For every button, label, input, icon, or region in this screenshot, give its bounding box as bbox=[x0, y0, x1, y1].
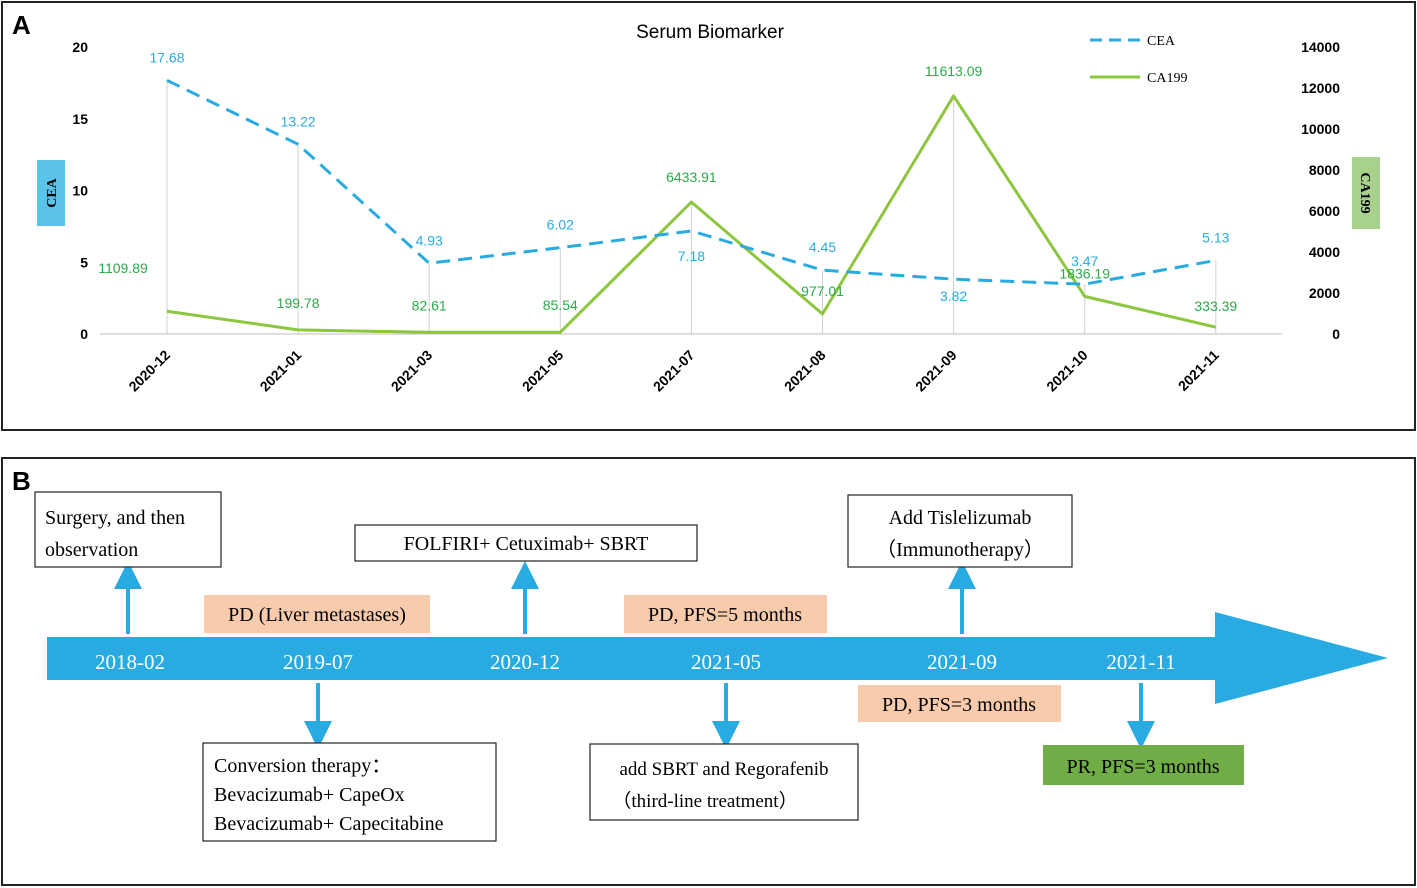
timeline-date-2020-12: 2020-12 bbox=[490, 650, 560, 674]
cea-data-label: 4.45 bbox=[809, 239, 836, 255]
y-right-tick-label: 10000 bbox=[1301, 121, 1340, 137]
ca199-axis-title: CA199 bbox=[1352, 157, 1380, 229]
y-left-tick-label: 10 bbox=[72, 183, 88, 199]
event-surgery-line-2: observation bbox=[45, 539, 138, 561]
ca199-data-label: 6433.91 bbox=[666, 169, 717, 185]
ca199-data-label: 11613.09 bbox=[925, 63, 983, 79]
y-left-axis: 0 5 10 15 20 bbox=[72, 39, 88, 342]
cea-axis-title: CEA bbox=[37, 160, 65, 226]
cea-data-label: 4.93 bbox=[416, 232, 443, 248]
ca199-axis-badge bbox=[1352, 157, 1380, 229]
legend-cea-label: CEA bbox=[1147, 34, 1176, 49]
y-right-tick-label: 8000 bbox=[1309, 162, 1340, 178]
ca199-data-label: 333.39 bbox=[1194, 298, 1237, 314]
timeline-date-2021-11: 2021-11 bbox=[1106, 650, 1175, 674]
series-ca199-line bbox=[166, 94, 1217, 334]
status-pd-5-months-text: PD, PFS=5 months bbox=[648, 604, 802, 626]
status-box-pr-3-months: PR, PFS=3 months bbox=[1043, 745, 1244, 785]
ca199-data-label: 1109.89 bbox=[98, 260, 148, 276]
y-left-tick-label: 0 bbox=[80, 326, 88, 342]
status-pr-3-months-text: PR, PFS=3 months bbox=[1066, 756, 1219, 778]
timeline-arrow bbox=[47, 612, 1388, 704]
cea-axis-label: CEA bbox=[45, 177, 60, 207]
ca199-data-label: 82.61 bbox=[412, 297, 447, 313]
panel-b-label: B bbox=[12, 466, 31, 496]
event-surgery-line-1: Surgery, and then bbox=[45, 507, 185, 529]
event-box-surgery: Surgery, and then observation bbox=[34, 491, 222, 568]
chart-legend: CEA CA199 bbox=[1090, 34, 1187, 86]
ca199-data-label: 85.54 bbox=[543, 297, 578, 313]
panel-a-label: A bbox=[12, 10, 31, 40]
y-right-axis: 0 2000 4000 6000 8000 10000 12000 14000 bbox=[1301, 39, 1340, 342]
y-right-tick-label: 6000 bbox=[1309, 203, 1340, 219]
cea-axis-badge bbox=[37, 160, 65, 226]
cea-data-label: 3.82 bbox=[940, 288, 967, 304]
timeline-date-2021-05: 2021-05 bbox=[691, 650, 761, 674]
cea-data-label: 3.47 bbox=[1071, 253, 1098, 269]
timeline-date-2021-09: 2021-09 bbox=[927, 650, 997, 674]
status-box-pd-5-months: PD, PFS=5 months bbox=[624, 595, 827, 633]
cea-data-label: 7.18 bbox=[678, 248, 705, 264]
status-pd-liver-text: PD (Liver metastases) bbox=[228, 604, 406, 626]
status-box-pd-liver: PD (Liver metastases) bbox=[204, 595, 430, 633]
drop-lines bbox=[166, 80, 1217, 334]
timeline-date-2019-07: 2019-07 bbox=[283, 650, 353, 674]
cea-data-label: 6.02 bbox=[547, 217, 574, 233]
ca199-axis-label: CA199 bbox=[1357, 172, 1372, 213]
cea-data-label: 13.22 bbox=[281, 113, 316, 129]
event-box-regorafenib: add SBRT and Regorafenib （third-line tre… bbox=[589, 743, 859, 821]
cea-data-label: 17.68 bbox=[149, 49, 184, 65]
event-conversion-line-1: Conversion therapy： bbox=[214, 755, 391, 777]
series-cea-line bbox=[166, 78, 1217, 286]
y-right-tick-label: 12000 bbox=[1301, 80, 1340, 96]
chart-title: Serum Biomarker bbox=[636, 22, 784, 43]
status-pd-3-months-text: PD, PFS=3 months bbox=[882, 694, 1036, 716]
event-regorafenib-line-2: （third-line treatment） bbox=[612, 790, 797, 812]
series-lines bbox=[166, 78, 1217, 334]
event-conversion-line-3: Bevacizumab+ Capecitabine bbox=[214, 813, 444, 835]
event-tislelizumab-line-2: （Immunotherapy） bbox=[876, 538, 1044, 561]
event-tislelizumab-line-1: Add Tislelizumab bbox=[889, 507, 1032, 529]
y-right-tick-label: 0 bbox=[1332, 326, 1340, 342]
legend-ca199-label: CA199 bbox=[1147, 71, 1187, 86]
event-folfiri-line-1: FOLFIRI+ Cetuximab+ SBRT bbox=[404, 533, 649, 555]
y-left-tick-label: 20 bbox=[72, 39, 88, 55]
y-left-tick-label: 15 bbox=[72, 111, 88, 127]
event-regorafenib-line-1: add SBRT and Regorafenib bbox=[619, 759, 828, 780]
event-box-tislelizumab: Add Tislelizumab （Immunotherapy） bbox=[847, 494, 1073, 568]
ca199-data-label: 199.78 bbox=[277, 295, 320, 311]
y-right-tick-label: 4000 bbox=[1309, 244, 1340, 260]
y-right-tick-label: 2000 bbox=[1309, 285, 1340, 301]
data-labels: 17.68 13.22 4.93 6.02 7.18 4.45 3.82 3.47 5.13 11… bbox=[98, 49, 1237, 314]
event-conversion-line-2: Bevacizumab+ CapeOx bbox=[214, 784, 405, 806]
status-box-pd-3-months: PD, PFS=3 months bbox=[858, 685, 1061, 722]
ca199-data-label: 977.01 bbox=[801, 283, 844, 299]
y-left-tick-label: 5 bbox=[80, 254, 88, 270]
event-box-conversion: Conversion therapy： Bevacizumab+ CapeOx … bbox=[202, 742, 497, 842]
event-box-folfiri: FOLFIRI+ Cetuximab+ SBRT bbox=[354, 524, 698, 562]
timeline-date-2018-02: 2018-02 bbox=[95, 650, 165, 674]
y-right-tick-label: 14000 bbox=[1301, 39, 1340, 55]
ca199-data-label: 1836.19 bbox=[1059, 265, 1110, 281]
cea-data-label: 5.13 bbox=[1202, 229, 1229, 245]
treatment-timeline: 2018-02 2019-07 2020-12 2021-05 2021-09 … bbox=[34, 491, 1388, 842]
